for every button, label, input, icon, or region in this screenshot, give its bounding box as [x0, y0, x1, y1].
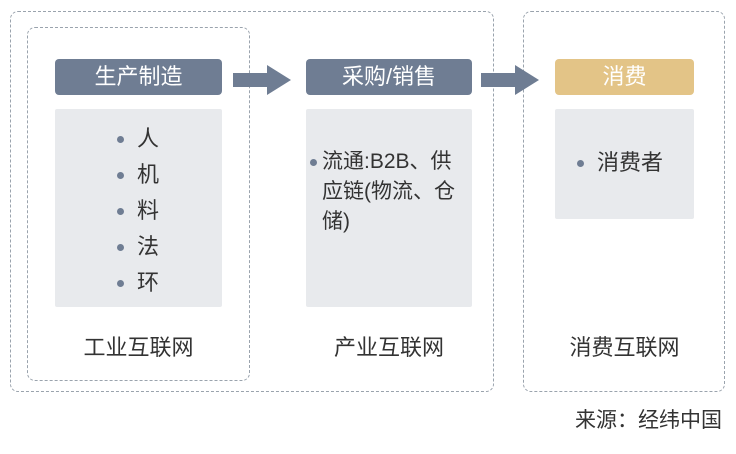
industry-consumer-group-frame	[10, 11, 494, 392]
arrow-right-icon	[481, 65, 539, 95]
procurement-sales-item: 流通:B2B、供应链(物流、仓储)	[308, 147, 472, 237]
list-item: 人	[113, 121, 159, 157]
stage-card-procurement-sales: 流通:B2B、供应链(物流、仓储)	[306, 109, 472, 307]
stage-header-consumption: 消费	[555, 59, 694, 95]
source-note: 来源：经纬中国	[575, 409, 722, 432]
caption-industry-internet: 产业互联网	[333, 335, 444, 360]
stage-header-procurement-sales: 采购/销售	[306, 59, 472, 95]
stage-card-consumption: 消费者	[555, 109, 694, 219]
list-item: 料	[113, 193, 159, 229]
caption-industrial-internet: 工业互联网	[83, 335, 194, 360]
consumer-internet-frame	[523, 11, 725, 392]
manufacturing-factor-list: 人 机 料 法 环	[113, 121, 159, 301]
caption-consumer-internet: 消费互联网	[569, 335, 680, 360]
stage-card-manufacturing: 人 机 料 法 环	[55, 109, 222, 307]
list-item: 机	[113, 157, 159, 193]
list-item: 法	[113, 229, 159, 265]
industrial-internet-frame	[27, 27, 250, 381]
list-item: 消费者	[573, 145, 663, 181]
consumption-item-list: 消费者	[573, 145, 663, 181]
list-item: 流通:B2B、供应链(物流、仓储)	[322, 150, 455, 233]
arrow-right-icon	[233, 65, 291, 95]
stage-header-manufacturing: 生产制造	[55, 59, 222, 95]
bullet-icon	[310, 159, 317, 166]
list-item: 环	[113, 265, 159, 301]
